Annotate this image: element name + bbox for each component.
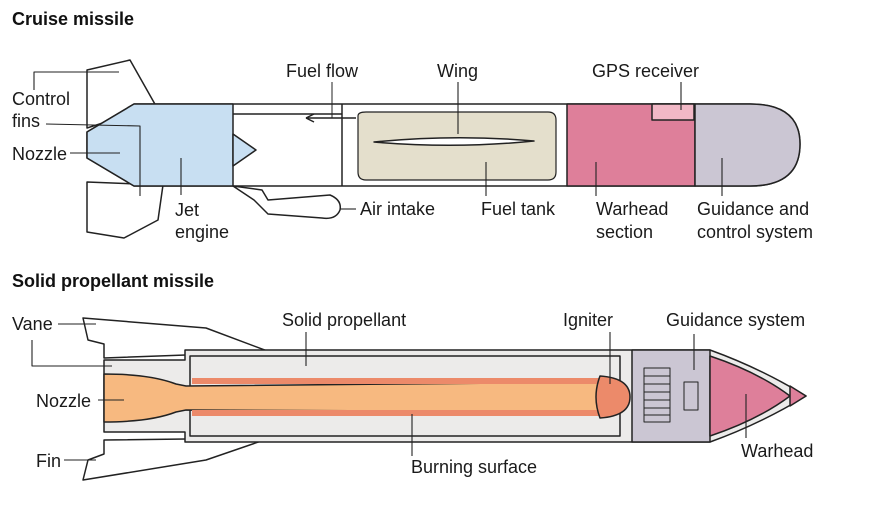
label-solid-nozzle: Nozzle bbox=[36, 391, 92, 411]
label-fuel-flow: Fuel flow bbox=[286, 61, 359, 81]
label-control-fins-line1: Control bbox=[12, 89, 71, 109]
cruise-leader-lines bbox=[33, 71, 723, 210]
solid-top-fin bbox=[82, 317, 271, 359]
cruise-engine-cone bbox=[232, 133, 257, 167]
cruise-air-intake bbox=[232, 185, 342, 220]
label-guidance-line2: control system bbox=[697, 222, 814, 242]
solid-burning-surface-top bbox=[192, 378, 610, 384]
label-guidance-system: Guidance system bbox=[666, 310, 806, 330]
label-gps-receiver: GPS receiver bbox=[592, 61, 700, 81]
label-guidance-line1: Guidance and bbox=[697, 199, 810, 219]
label-jet-engine-line2: engine bbox=[175, 222, 230, 242]
cruise-guidance-section bbox=[694, 103, 801, 187]
label-warhead-section-line2: section bbox=[596, 222, 654, 242]
label-fuel-tank: Fuel tank bbox=[481, 199, 556, 219]
label-cruise-nozzle: Nozzle bbox=[12, 144, 68, 164]
cruise-wing bbox=[373, 136, 535, 147]
label-vane: Vane bbox=[12, 314, 53, 334]
label-control-fins-line2: fins bbox=[12, 111, 41, 131]
label-igniter: Igniter bbox=[563, 310, 614, 330]
cruise-fuel-tank bbox=[357, 111, 557, 181]
solid-igniter bbox=[595, 375, 631, 419]
label-wing: Wing bbox=[437, 61, 479, 81]
label-solid-propellant: Solid propellant bbox=[282, 310, 407, 330]
solid-nose-tip bbox=[789, 385, 807, 407]
cruise-gps-receiver bbox=[651, 103, 695, 121]
label-warhead: Warhead bbox=[741, 441, 814, 461]
cruise-bottom-fin bbox=[86, 181, 164, 239]
solid-leader-lines bbox=[31, 323, 747, 461]
cruise-missile-drawing bbox=[86, 59, 801, 239]
solid-bottom-fin bbox=[82, 437, 271, 481]
label-jet-engine-line1: Jet bbox=[175, 200, 200, 220]
solid-guidance-vents bbox=[643, 367, 699, 423]
solid-missile-title: Solid propellant missile bbox=[12, 271, 215, 291]
label-burning-surface: Burning surface bbox=[411, 457, 538, 477]
cruise-missile-title: Cruise missile bbox=[12, 9, 135, 29]
label-air-intake: Air intake bbox=[360, 199, 436, 219]
solid-missile-drawing bbox=[82, 317, 807, 481]
label-warhead-section-line1: Warhead bbox=[596, 199, 669, 219]
label-fin: Fin bbox=[36, 451, 62, 471]
solid-burning-surface-bottom bbox=[192, 410, 610, 416]
